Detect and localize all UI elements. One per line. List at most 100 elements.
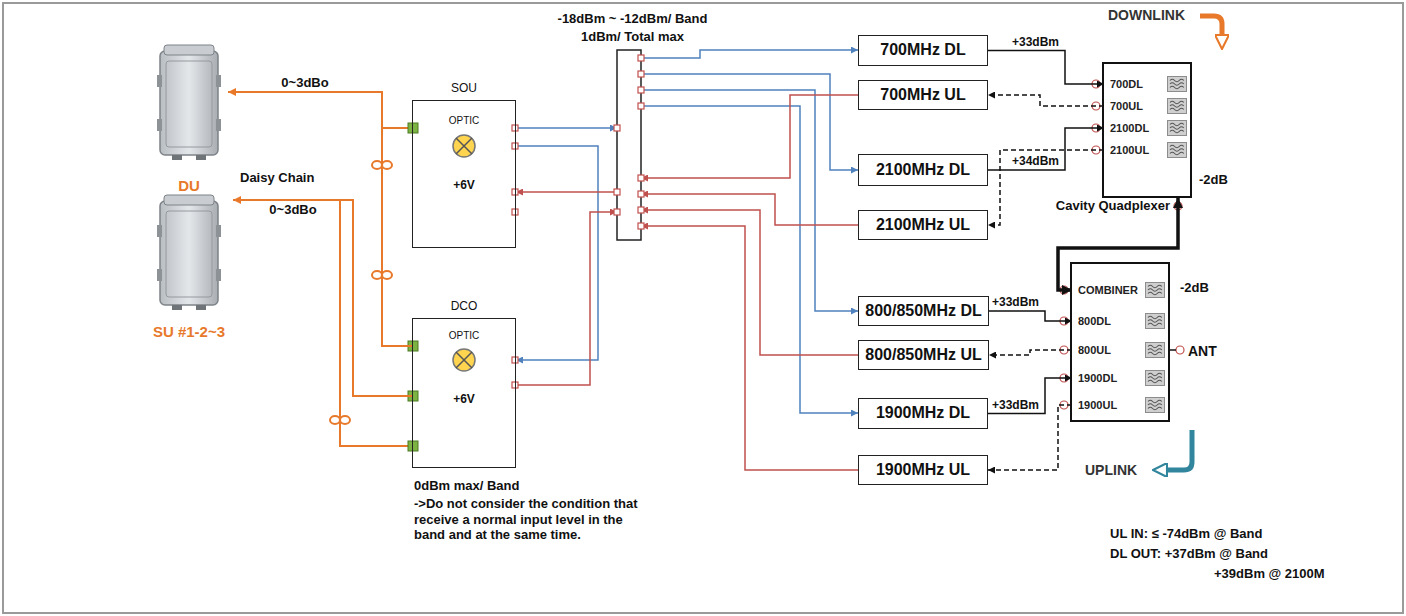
node-text: +6V: [453, 179, 475, 193]
amp-module: 700MHz DL: [858, 35, 988, 66]
node-text: ANT: [1188, 343, 1217, 359]
amp-module: 800/850MHz DL: [858, 296, 989, 326]
filter-symbol: [1148, 349, 1162, 352]
fiber-coil: [340, 416, 350, 424]
port: [638, 55, 644, 61]
filter-symbol: [1148, 323, 1162, 326]
note-label: -2dB: [1199, 172, 1228, 188]
filter-symbol: [1148, 345, 1162, 348]
node-text: 700MHz UL: [880, 86, 965, 104]
edge-label: 0~3dBo: [267, 203, 318, 217]
fiber-coil: [382, 271, 392, 279]
note-label: 1dBm/ Total max: [540, 29, 725, 45]
filter-symbol: [1145, 370, 1165, 386]
filter-symbol: [1148, 373, 1162, 376]
fiber-coil: [372, 271, 382, 279]
filter-symbol: [1148, 377, 1162, 380]
filter-port: 1900UL: [1072, 394, 1168, 416]
node-text: Cavity Quadplexer: [1056, 199, 1170, 214]
connector: [989, 350, 1072, 355]
edge-label: +33dBm: [990, 295, 1041, 309]
filter-symbol: [1170, 127, 1184, 130]
port: [614, 209, 620, 215]
filter-symbol: [1146, 283, 1165, 298]
filter-port: COMBINER: [1072, 279, 1168, 301]
connector: [988, 405, 1072, 470]
node-text: 700MHz DL: [880, 41, 965, 59]
filter-symbol: [1167, 98, 1187, 114]
port: [512, 189, 518, 195]
filter-port: 700UL: [1104, 96, 1190, 116]
filter-symbol: [1145, 342, 1165, 358]
red-wire: [641, 210, 858, 355]
note-label: DOWNLINK: [1108, 7, 1185, 24]
port: [512, 357, 518, 363]
lamp-symbol: [453, 135, 475, 157]
lamp-symbol: [456, 138, 472, 154]
amp-module: 800/850MHz UL: [858, 340, 989, 370]
ant-lead: [1170, 349, 1176, 351]
connector: [989, 311, 1072, 321]
filter-symbol: [1170, 105, 1184, 108]
port: [638, 71, 644, 77]
frame: [3, 3, 1403, 613]
filter-symbol: [1146, 371, 1165, 386]
node-text: DU: [178, 177, 200, 194]
filter-symbol: [1146, 343, 1165, 358]
filter-symbol: [1148, 404, 1162, 407]
filter-symbol: [1170, 83, 1184, 86]
filter-symbol: [1170, 79, 1184, 82]
port: [638, 191, 644, 197]
note-label: -18dBm ~ -12dBm/ Band: [540, 11, 725, 27]
filter-symbol: [1168, 77, 1187, 92]
connector: [988, 51, 1104, 85]
filter-symbol: [1148, 380, 1162, 383]
filter-symbol: [1167, 120, 1187, 136]
combiner-box: ANTCOMBINER800DL800UL1900DL1900UL: [1070, 262, 1170, 422]
filter-port: 2100DL: [1104, 118, 1190, 138]
optical-port: [408, 123, 418, 133]
node-text: 700UL: [1110, 100, 1143, 113]
note-label: UPLINK: [1085, 462, 1137, 479]
note-label: UL IN: ≤ -74dBm @ Band: [1110, 526, 1262, 542]
red-wire: [516, 191, 617, 193]
filter-symbol: [1146, 398, 1165, 413]
amp-module: 700MHz UL: [858, 80, 988, 110]
port: [638, 103, 644, 109]
fiber-coil: [330, 416, 340, 424]
filter-symbol: [1170, 101, 1184, 104]
node-text: 2100UL: [1110, 144, 1149, 157]
blue-wire: [641, 74, 858, 170]
amp-module: 2100MHz UL: [858, 210, 988, 240]
blue-wire: [516, 127, 617, 129]
frame: [3, 3, 1403, 613]
lamp-symbol: [456, 352, 472, 368]
filter-symbol: [1145, 282, 1165, 298]
node-text: 800DL: [1078, 315, 1111, 328]
filter-symbol: [1170, 86, 1184, 89]
filter-symbol: [1168, 143, 1187, 158]
node-text: 1900DL: [1078, 372, 1117, 385]
filter-symbol: [1167, 142, 1187, 158]
filter-symbol: [1145, 397, 1165, 413]
fiber-coil: [382, 161, 392, 169]
connector: [988, 128, 1104, 170]
filter-symbol: [1148, 316, 1162, 319]
device-icon: [157, 45, 221, 310]
filter-symbol: [1146, 314, 1165, 329]
node-text: 1900MHz UL: [876, 461, 970, 479]
ant-lead: [1170, 350, 1176, 351]
optical-port: [408, 441, 418, 451]
node-text: 1900UL: [1078, 399, 1117, 412]
port: [614, 189, 620, 195]
blue-wire: [641, 50, 858, 58]
filter-symbol: [1148, 289, 1162, 292]
port: [512, 382, 518, 388]
filter-symbol: [1170, 108, 1184, 111]
node-text: COMBINER: [1078, 284, 1138, 297]
filter-symbol: [1148, 400, 1162, 403]
device-unit: DU: [150, 42, 228, 194]
node-text: 800/850MHz DL: [865, 302, 982, 320]
